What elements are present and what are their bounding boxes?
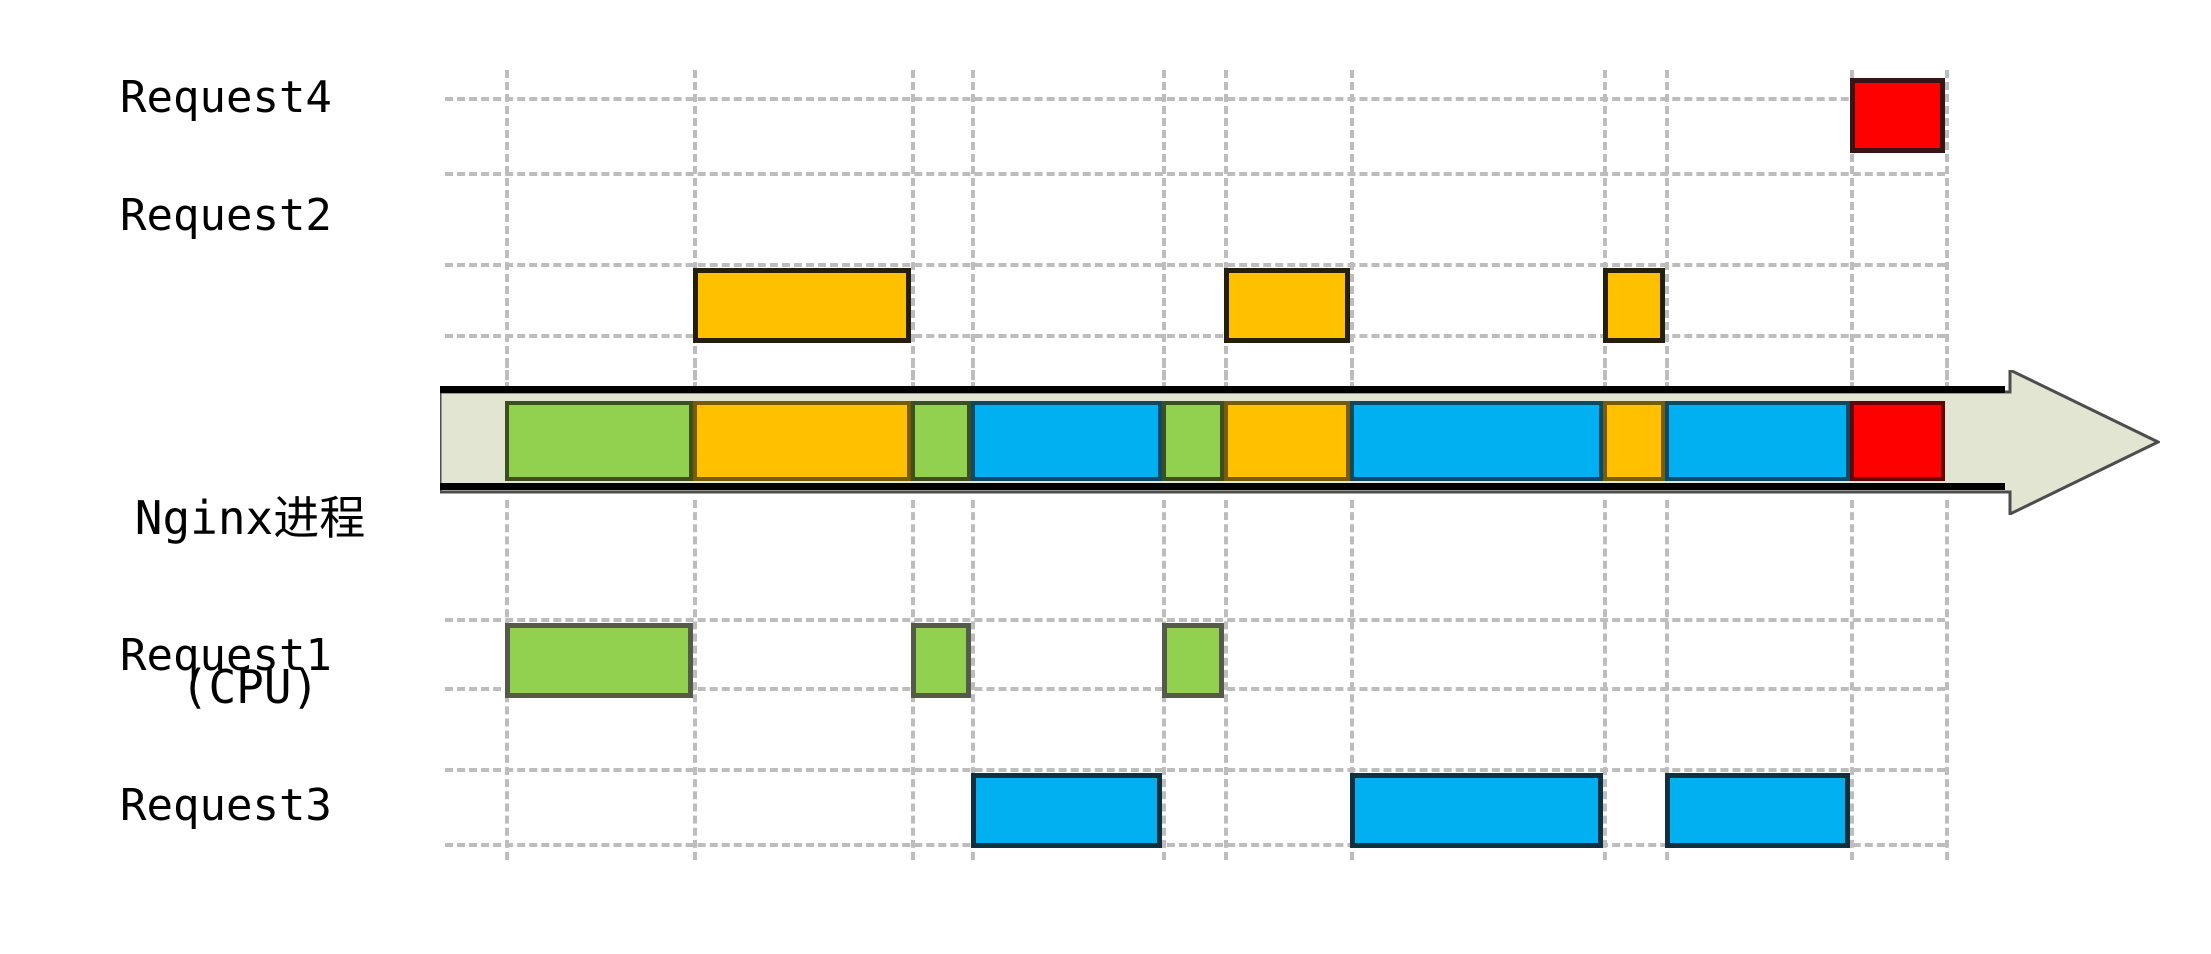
cpu-segment-request3 (1665, 401, 1850, 481)
bar-request3 (1350, 773, 1603, 848)
cpu-segment-request2 (1224, 401, 1350, 481)
bar-request2 (1224, 268, 1350, 343)
cpu-segment-request2 (1603, 401, 1665, 481)
axis-bottom-rule (440, 483, 2005, 490)
bar-request2 (693, 268, 911, 343)
cpu-label-line2: (CPU) (180, 659, 320, 714)
row-label-request2: Request2 (120, 190, 332, 241)
gridline-vertical (911, 70, 915, 390)
row-label-request3: Request3 (120, 780, 332, 831)
gridline-vertical (505, 70, 509, 390)
cpu-segment-request1 (911, 401, 971, 481)
bar-request3 (1665, 773, 1850, 848)
gridline-vertical (693, 500, 697, 860)
gridline-horizontal (445, 97, 1945, 101)
gridline-horizontal (445, 768, 1945, 772)
gridline-horizontal (445, 618, 1945, 622)
cpu-label-line1: Nginx进程 (134, 491, 366, 546)
axis-top-rule (440, 386, 2005, 393)
gridline-vertical (1162, 70, 1166, 390)
cpu-segment-request3 (1350, 401, 1603, 481)
gridline-horizontal (445, 334, 1945, 338)
gridline-vertical (1850, 500, 1854, 860)
bar-request2 (1603, 268, 1665, 343)
gridline-vertical (1350, 70, 1354, 390)
cpu-segment-request4 (1850, 401, 1945, 481)
row-label-cpu: Nginx进程 (CPU) (80, 378, 420, 827)
bar-request1 (505, 623, 693, 698)
gridline-vertical (1945, 70, 1949, 390)
row-label-request1: Request1 (120, 630, 332, 681)
gridline-vertical (1603, 500, 1607, 860)
gridline-vertical (1945, 500, 1949, 860)
cpu-segment-request1 (505, 401, 693, 481)
bar-request4 (1850, 78, 1945, 153)
gridline-horizontal (445, 263, 1945, 267)
gridline-horizontal (445, 172, 1945, 176)
gridline-vertical (1665, 70, 1669, 390)
cpu-timeline-strip (0, 401, 2211, 481)
bar-request1 (911, 623, 971, 698)
bar-request3 (971, 773, 1162, 848)
bar-request1 (1162, 623, 1224, 698)
cpu-segment-request2 (693, 401, 911, 481)
cpu-segment-request3 (971, 401, 1162, 481)
gridline-vertical (971, 70, 975, 390)
gridline-vertical (1224, 500, 1228, 860)
cpu-segment-request1 (1162, 401, 1224, 481)
row-label-request4: Request4 (120, 72, 332, 123)
